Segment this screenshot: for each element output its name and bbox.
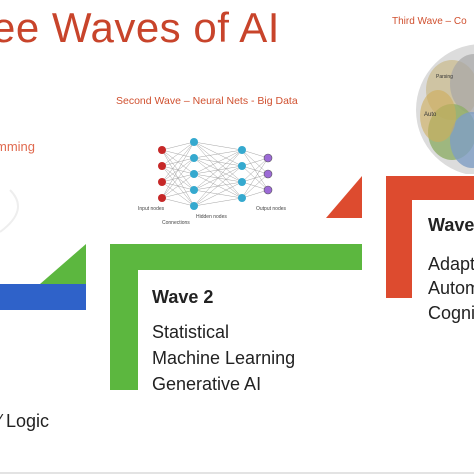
neural-network-diagram: Input nodes Connections Hidden nodes Out…	[138, 138, 287, 226]
venn-label-auto: Auto	[424, 112, 437, 118]
wave2-title: Wave 2	[152, 287, 214, 307]
wave3-title: Wave	[428, 215, 474, 235]
wave1-blue-bar	[0, 284, 86, 310]
wave2-line-1: Statistical	[152, 322, 230, 342]
wave1-body-fragment: ⁄ Logic	[0, 411, 50, 431]
wave1-subtitle-fragment: mming	[0, 139, 36, 154]
input-nodes	[158, 146, 166, 202]
page-title: ee Waves of AI	[0, 4, 280, 51]
network-label-output: Output nodes	[256, 206, 287, 212]
wave3-header: Third Wave – Co	[392, 16, 467, 27]
network-label-hidden: Hidden nodes	[196, 214, 227, 220]
output-nodes	[263, 153, 273, 195]
wave2-arrow-tip	[40, 244, 86, 284]
cognitive-venn-diagram: Parsing Auto	[416, 44, 474, 174]
wave3-step-shape	[386, 176, 474, 298]
wave2-line-3: Generative AI	[152, 374, 262, 394]
venn-label-parsing: Parsing	[436, 74, 453, 80]
network-label-connections: Connections	[162, 220, 190, 226]
decorative-arc	[0, 189, 19, 233]
wave3-line-3: Cogni	[428, 303, 474, 323]
wave3-line-2: Autom	[428, 278, 474, 298]
wave2-step-shape	[110, 244, 362, 390]
hidden-nodes	[190, 138, 246, 210]
network-connections	[161, 141, 269, 207]
wave2-header: Second Wave – Neural Nets - Big Data	[116, 95, 298, 107]
wave2-line-2: Machine Learning	[152, 348, 296, 368]
wave3-arrow-tip	[326, 176, 362, 218]
wave3-line-1: Adapt	[428, 254, 474, 274]
network-label-input: Input nodes	[138, 206, 165, 212]
